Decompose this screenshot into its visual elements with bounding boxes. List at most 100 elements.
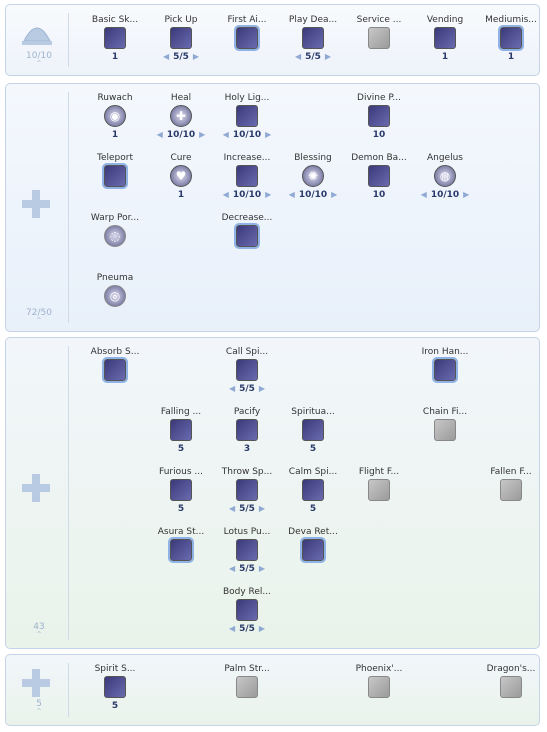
chat-bubble-icon[interactable] — [104, 27, 126, 49]
skill-slot[interactable]: Heal✚◀10/10▶ — [148, 92, 214, 141]
cure-heart-icon[interactable]: ♥ — [170, 165, 192, 187]
skill-slot[interactable]: First Ai... — [214, 14, 280, 63]
skill-slot[interactable]: Asura St... — [148, 526, 214, 575]
skill-slot[interactable]: Falling ...5 — [148, 406, 214, 455]
skill-slot[interactable]: Furious ...5 — [148, 466, 214, 515]
chain-fist-icon[interactable] — [434, 419, 456, 441]
mediumistic-icon[interactable] — [498, 25, 524, 51]
increase-level-icon[interactable]: ▶ — [258, 384, 266, 393]
decrease-level-icon[interactable]: ◀ — [222, 130, 229, 139]
service-icon[interactable] — [368, 27, 390, 49]
skill-slot[interactable]: Ruwach◉1 — [82, 92, 148, 141]
skill-slot[interactable]: Body Rel...◀5/5▶ — [214, 586, 280, 635]
body-relocation-icon[interactable] — [236, 599, 258, 621]
increase-level-icon[interactable]: ▶ — [265, 190, 272, 199]
increase-level-icon[interactable]: ▶ — [192, 52, 200, 61]
blessing-icon[interactable]: ✺ — [302, 165, 324, 187]
skill-slot[interactable]: Service ... — [346, 14, 412, 63]
play-dead-icon[interactable] — [302, 27, 324, 49]
increase-level-icon[interactable]: ▶ — [258, 504, 266, 513]
skill-slot[interactable]: Lotus Pu...◀5/5▶ — [214, 526, 280, 575]
skill-slot[interactable]: Mediumis...1 — [478, 14, 544, 63]
decrease-level-icon[interactable]: ◀ — [228, 384, 236, 393]
skill-slot[interactable]: Teleport — [82, 152, 148, 201]
increase-level-icon[interactable]: ▶ — [258, 564, 266, 573]
dragon-icon[interactable] — [500, 676, 522, 698]
skill-slot[interactable]: Holy Lig...◀10/10▶ — [214, 92, 280, 141]
decrease-agi-icon[interactable] — [234, 223, 260, 249]
pneuma-icon[interactable]: ◎ — [104, 285, 126, 307]
increase-agi-icon[interactable] — [236, 165, 258, 187]
skill-slot[interactable]: Calm Spi...5 — [280, 466, 346, 515]
furious-icon[interactable] — [170, 479, 192, 501]
skill-slot[interactable]: Flight F... — [346, 466, 412, 515]
skill-slot[interactable]: Chain Fi... — [412, 406, 478, 455]
skill-slot[interactable]: Palm Str... — [214, 663, 280, 712]
decrease-level-icon[interactable]: ◀ — [222, 190, 229, 199]
skill-slot[interactable]: Angelus◍◀10/10▶ — [412, 152, 478, 201]
asura-strike-icon[interactable] — [168, 537, 194, 563]
skill-slot[interactable]: Basic Sk...1 — [82, 14, 148, 63]
vending-tent-icon[interactable] — [434, 27, 456, 49]
angelus-icon[interactable]: ◍ — [434, 165, 456, 187]
increase-level-icon[interactable]: ▶ — [265, 130, 272, 139]
skill-slot[interactable]: Call Spi...◀5/5▶ — [214, 346, 280, 395]
increase-level-icon[interactable]: ▶ — [324, 52, 332, 61]
decrease-level-icon[interactable]: ◀ — [420, 190, 427, 199]
skill-slot[interactable]: Iron Han... — [412, 346, 478, 395]
pacify-icon[interactable] — [236, 419, 258, 441]
decrease-level-icon[interactable]: ◀ — [228, 504, 236, 513]
decrease-level-icon[interactable]: ◀ — [294, 52, 302, 61]
skill-slot[interactable]: Spiritua...5 — [280, 406, 346, 455]
skill-slot[interactable]: Increase...◀10/10▶ — [214, 152, 280, 201]
skill-slot[interactable]: Pneuma◎ — [82, 272, 148, 321]
divine-protection-icon[interactable] — [368, 105, 390, 127]
increase-level-icon[interactable]: ▶ — [199, 130, 206, 139]
increase-level-icon[interactable]: ▶ — [331, 190, 338, 199]
first-aid-icon[interactable] — [234, 25, 260, 51]
decrease-level-icon[interactable]: ◀ — [228, 624, 236, 633]
throw-spirit-icon[interactable] — [236, 479, 258, 501]
palm-strike-icon[interactable] — [236, 676, 258, 698]
skill-slot[interactable]: Dragon's... — [478, 663, 544, 712]
skill-slot[interactable]: Cure♥1 — [148, 152, 214, 201]
holy-light-icon[interactable] — [236, 105, 258, 127]
fallen-fist-icon[interactable] — [500, 479, 522, 501]
ruwach-icon[interactable]: ◉ — [104, 105, 126, 127]
heal-heart-icon[interactable]: ✚ — [170, 105, 192, 127]
skill-slot[interactable]: Decrease... — [214, 212, 280, 261]
skill-slot[interactable]: Throw Sp...◀5/5▶ — [214, 466, 280, 515]
skill-slot[interactable]: Blessing✺◀10/10▶ — [280, 152, 346, 201]
skill-slot[interactable]: Fallen F... — [478, 466, 544, 515]
phoenix-icon[interactable] — [368, 676, 390, 698]
absorb-spirit-icon[interactable] — [102, 357, 128, 383]
falling-icon[interactable] — [170, 419, 192, 441]
demon-bane-icon[interactable] — [368, 165, 390, 187]
decrease-level-icon[interactable]: ◀ — [156, 130, 163, 139]
skill-slot[interactable]: Play Dea...◀5/5▶ — [280, 14, 346, 63]
flight-fist-icon[interactable] — [368, 479, 390, 501]
skill-slot[interactable]: Divine P...10 — [346, 92, 412, 141]
teleport-icon[interactable] — [102, 163, 128, 189]
skill-slot[interactable]: Warp Por...◌ — [82, 212, 148, 261]
hand-grab-icon[interactable] — [170, 27, 192, 49]
increase-level-icon[interactable]: ▶ — [463, 190, 470, 199]
skill-slot[interactable]: Pick Up◀5/5▶ — [148, 14, 214, 63]
call-spirits-icon[interactable] — [236, 359, 258, 381]
spirit-strike-icon[interactable] — [104, 676, 126, 698]
increase-level-icon[interactable]: ▶ — [258, 624, 266, 633]
skill-slot[interactable]: Phoenix'... — [346, 663, 412, 712]
deva-icon[interactable] — [300, 537, 326, 563]
iron-hand-icon[interactable] — [432, 357, 458, 383]
skill-slot[interactable]: Absorb S... — [82, 346, 148, 395]
decrease-level-icon[interactable]: ◀ — [288, 190, 295, 199]
skill-slot[interactable]: Deva Ret... — [280, 526, 346, 575]
decrease-level-icon[interactable]: ◀ — [228, 564, 236, 573]
decrease-level-icon[interactable]: ◀ — [162, 52, 170, 61]
calm-spirit-icon[interactable] — [302, 479, 324, 501]
skill-slot[interactable]: Spirit S...5 — [82, 663, 148, 712]
skill-slot[interactable]: Demon Ba...10 — [346, 152, 412, 201]
spiritual-icon[interactable] — [302, 419, 324, 441]
